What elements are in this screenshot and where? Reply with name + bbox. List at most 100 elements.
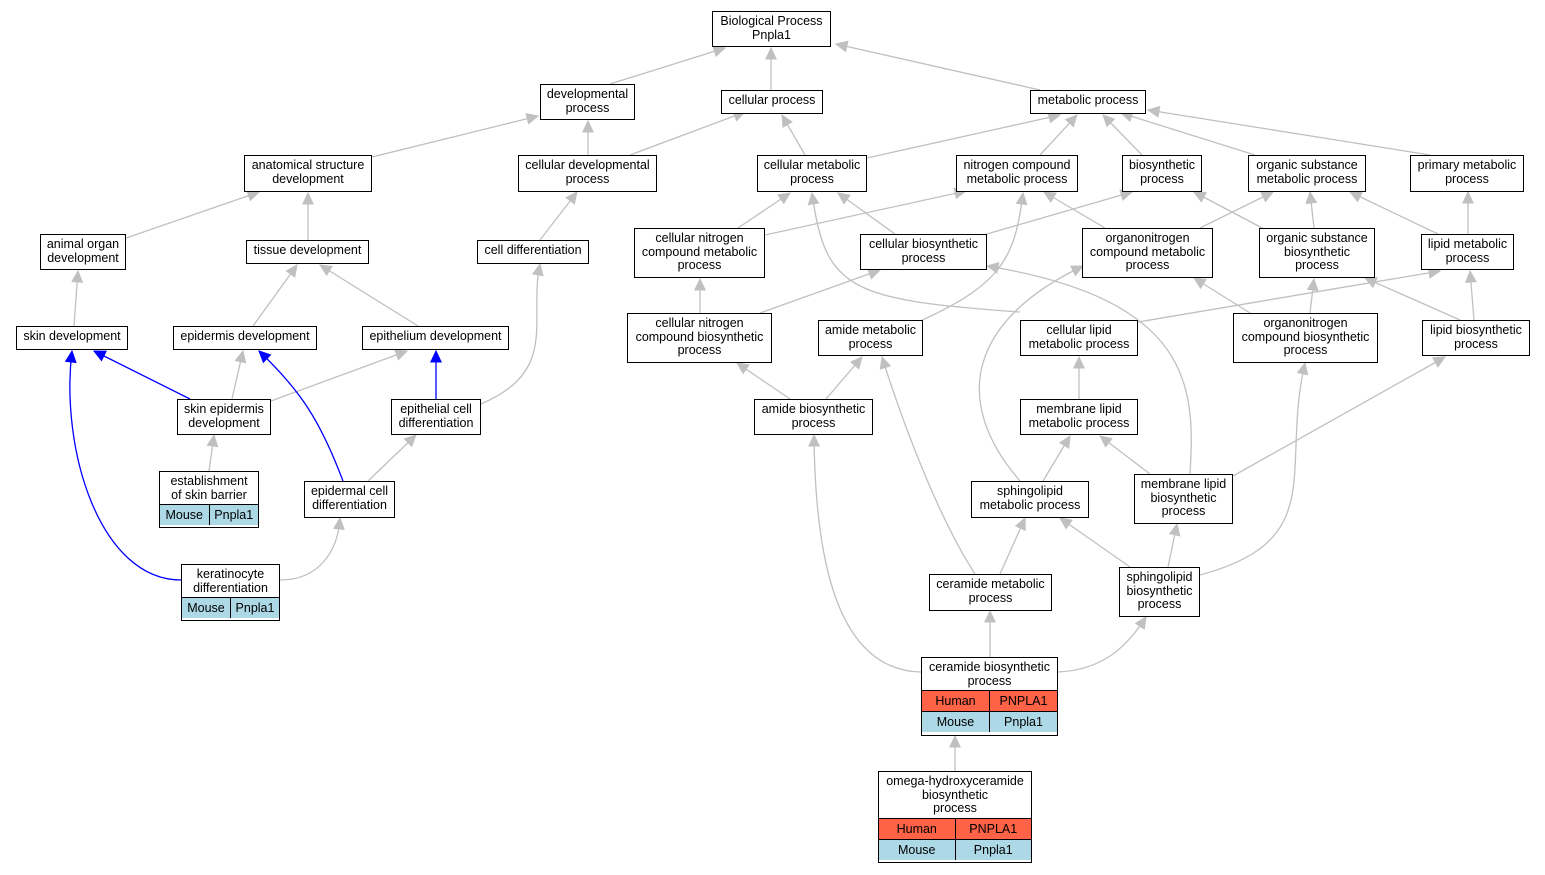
- node-organonitrogen-compound-metabolic-process[interactable]: organonitrogen compound metabolic proces…: [1082, 228, 1213, 278]
- node-organic-substance-metabolic-process[interactable]: organic substance metabolic process: [1248, 155, 1366, 192]
- node-label: animal organ development: [46, 237, 120, 265]
- node-label: nitrogen compound metabolic process: [963, 158, 1071, 186]
- arrowhead: [394, 349, 409, 361]
- node-skin-epidermis-development[interactable]: skin epidermis development: [177, 399, 271, 435]
- mouse-gene-row: Mouse Pnpla1: [879, 838, 1032, 860]
- arrowhead: [1462, 190, 1474, 204]
- arrowhead: [867, 268, 882, 280]
- arrowhead: [879, 355, 892, 370]
- node-cell-differentiation[interactable]: cell differentiation: [477, 240, 589, 264]
- node-cellular-process[interactable]: cellular process: [721, 90, 823, 114]
- node-establishment-of-skin-barrier[interactable]: establishment of skin barrier Mouse Pnpl…: [159, 471, 259, 528]
- edge-cellular_lipid_metabolic_process-to-lipid_metabolic_process: [1137, 270, 1441, 323]
- node-membrane-lipid-metabolic-process[interactable]: membrane lipid metabolic process: [1020, 399, 1138, 435]
- node-label: epithelial cell differentiation: [398, 402, 474, 430]
- edge-cellular_biosynthetic_process-to-biosynthetic_process: [979, 191, 1133, 237]
- arrowhead: [1305, 190, 1318, 205]
- node-tissue-development[interactable]: tissue development: [246, 240, 369, 264]
- node-sphingolipid-biosynthetic-process[interactable]: sphingolipid biosynthetic process: [1119, 567, 1200, 617]
- node-developmental-process[interactable]: developmental process: [540, 84, 635, 120]
- node-label: sphingolipid biosynthetic process: [1126, 570, 1193, 611]
- edge-organic_substance_biosynthetic_process-to-biosynthetic_process: [1193, 191, 1267, 231]
- node-label: sphingolipid metabolic process: [979, 484, 1081, 512]
- node-sphingolipid-metabolic-process[interactable]: sphingolipid metabolic process: [971, 481, 1089, 518]
- node-membrane-lipid-biosynthetic-process[interactable]: membrane lipid biosynthetic process: [1134, 474, 1233, 524]
- node-amide-metabolic-process[interactable]: amide metabolic process: [818, 320, 923, 356]
- node-cellular-nitrogen-compound-metabolic-process[interactable]: cellular nitrogen compound metabolic pro…: [634, 228, 765, 278]
- gene-cell[interactable]: PNPLA1: [954, 818, 1032, 839]
- arrowhead: [246, 190, 261, 202]
- gene-cell[interactable]: Pnpla1: [954, 839, 1032, 860]
- edge-lipid_metabolic_process-to-organic_substance_metabolic_process: [1349, 191, 1439, 235]
- arrowhead: [808, 433, 821, 447]
- arrowhead: [712, 45, 727, 58]
- node-animal-organ-development[interactable]: animal organ development: [40, 234, 126, 270]
- arrowhead: [834, 40, 849, 53]
- node-anatomical-structure-development[interactable]: anatomical structure development: [244, 155, 372, 192]
- node-biosynthetic-process[interactable]: biosynthetic process: [1122, 155, 1202, 192]
- edge-epidermis_development-to-tissue_development: [252, 264, 298, 327]
- node-amide-biosynthetic-process[interactable]: amide biosynthetic process: [754, 399, 873, 435]
- node-omega-hydroxyceramide-biosynthetic-process[interactable]: omega-hydroxyceramide biosynthetic proce…: [878, 771, 1032, 863]
- arrowhead: [1306, 277, 1319, 292]
- arrowhead: [694, 277, 706, 291]
- arrowhead: [736, 362, 750, 375]
- arrowhead: [1102, 114, 1116, 128]
- node-keratinocyte-differentiation[interactable]: keratinocyte differentiation Mouse Pnpla…: [181, 564, 280, 621]
- arrowhead: [984, 609, 996, 623]
- node-label: epidermis development: [180, 329, 310, 343]
- node-cellular-metabolic-process[interactable]: cellular metabolic process: [757, 155, 867, 192]
- node-label: organonitrogen compound metabolic proces…: [1089, 231, 1206, 272]
- node-organonitrogen-compound-biosynthetic-process[interactable]: organonitrogen compound biosynthetic pro…: [1233, 313, 1378, 363]
- arrowhead: [777, 192, 791, 205]
- arrowhead: [565, 191, 578, 205]
- node-epidermal-cell-differentiation[interactable]: epidermal cell differentiation: [304, 481, 395, 518]
- edge-skin_epidermis_development-to-epithelium_development: [270, 350, 408, 402]
- node-metabolic-process[interactable]: metabolic process: [1030, 90, 1146, 114]
- species-cell: Human: [935, 694, 976, 708]
- arrowhead: [302, 191, 314, 205]
- node-epithelial-cell-differentiation[interactable]: epithelial cell differentiation: [391, 399, 481, 435]
- edge-cellular_developmental_process-to-cellular_process: [629, 111, 746, 156]
- edge-ceramide_biosynthetic_process-to-amide_biosynthetic_process: [813, 434, 922, 673]
- species-cell: Human: [896, 821, 937, 836]
- gene-cell[interactable]: Pnpla1: [230, 598, 279, 618]
- node-primary-metabolic-process[interactable]: primary metabolic process: [1410, 155, 1524, 192]
- mouse-gene-row: Mouse Pnpla1: [160, 504, 258, 525]
- edge-developmental_process-to-root: [609, 47, 726, 85]
- node-label: lipid biosynthetic process: [1430, 323, 1522, 351]
- node-organic-substance-biosynthetic-process[interactable]: organic substance biosynthetic process: [1259, 228, 1375, 278]
- node-cellular-biosynthetic-process[interactable]: cellular biosynthetic process: [860, 234, 987, 270]
- node-epithelium-development[interactable]: epithelium development: [362, 326, 509, 350]
- arrowhead: [1070, 265, 1085, 277]
- node-cellular-nitrogen-compound-biosynthetic-process[interactable]: cellular nitrogen compound biosynthetic …: [627, 313, 772, 363]
- edge-organic_substance_metabolic_process-to-metabolic_process: [1120, 112, 1256, 156]
- arrowhead: [332, 516, 345, 531]
- gene-cell[interactable]: PNPLA1: [989, 691, 1057, 711]
- edge-primary_metabolic_process-to-metabolic_process: [1147, 109, 1431, 156]
- gene-cell[interactable]: Pnpla1: [208, 505, 259, 525]
- node-ceramide-biosynthetic-process[interactable]: ceramide biosynthetic process Human PNPL…: [921, 657, 1058, 736]
- node-cellular-developmental-process[interactable]: cellular developmental process: [518, 155, 657, 192]
- arrowhead: [403, 434, 417, 448]
- node-skin-development[interactable]: skin development: [16, 326, 128, 350]
- edge-metabolic_process-to-root: [835, 43, 1041, 91]
- gene-cell[interactable]: Pnpla1: [989, 712, 1057, 732]
- node-nitrogen-compound-metabolic-process[interactable]: nitrogen compound metabolic process: [956, 155, 1078, 192]
- node-lipid-metabolic-process[interactable]: lipid metabolic process: [1421, 234, 1514, 270]
- node-lipid-biosynthetic-process[interactable]: lipid biosynthetic process: [1422, 320, 1530, 356]
- node-label: epithelium development: [369, 329, 502, 343]
- node-label: ceramide biosynthetic process: [929, 660, 1050, 688]
- node-cellular-lipid-metabolic-process[interactable]: cellular lipid metabolic process: [1020, 320, 1138, 356]
- edge-cellular_metabolic_process-to-metabolic_process: [866, 114, 1061, 159]
- arrowhead: [1296, 361, 1309, 376]
- arrowhead: [1099, 435, 1113, 448]
- node-biological-process[interactable]: Biological Process Pnpla1: [712, 11, 831, 47]
- node-epidermis-development[interactable]: epidermis development: [173, 326, 317, 350]
- arrowhead: [765, 46, 777, 60]
- arrowhead: [92, 350, 107, 362]
- node-ceramide-metabolic-process[interactable]: ceramide metabolic process: [929, 574, 1052, 611]
- node-label: cellular developmental process: [525, 158, 650, 186]
